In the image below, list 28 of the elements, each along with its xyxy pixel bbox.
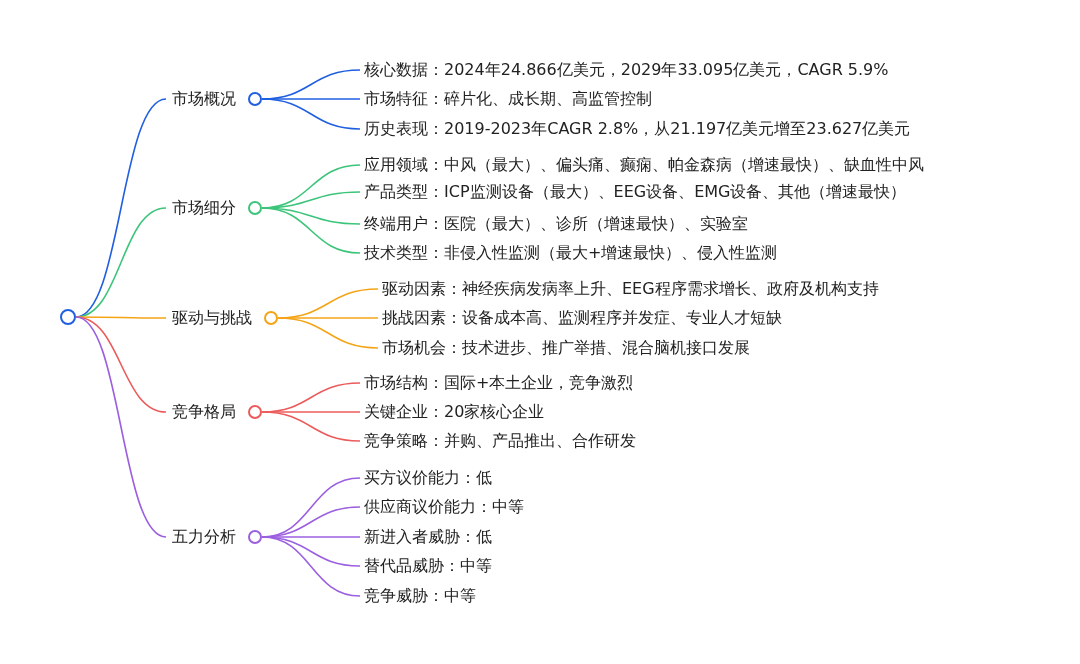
subtopic-text: 关键企业：20家核心企业 — [364, 402, 545, 422]
subtopic-text: 挑战因素：设备成本高、监测程序并发症、专业人才短缺 — [382, 308, 782, 328]
subtopic-text: 市场结构：国际+本土企业，竞争激烈 — [364, 373, 634, 393]
subtopic-text: 终端用户：医院（最大）、诊所（增速最快）、实验室 — [364, 214, 748, 234]
connector-curve — [261, 98, 361, 130]
subtopic-text: 替代品威胁：中等 — [364, 556, 492, 576]
subtopic-text: 竞争策略：并购、产品推出、合作研发 — [364, 431, 636, 451]
topic-label: 驱动与挑战 — [172, 308, 252, 328]
topic-label: 市场概况 — [172, 89, 236, 109]
topic-label: 竞争格局 — [172, 402, 236, 422]
subtopic-text: 应用领域：中风（最大）、偏头痛、癫痫、帕金森病（增速最快）、缺血性中风 — [364, 155, 924, 175]
subtopic-text: 市场特征：碎片化、成长期、高监管控制 — [364, 89, 652, 109]
subtopic-text: 历史表现：2019-2023年CAGR 2.8%，从21.197亿美元增至23.627亿美元 — [364, 119, 911, 139]
topic-label: 五力分析 — [172, 527, 236, 547]
subtopic-text: 市场机会：技术进步、推广举措、混合脑机接口发展 — [382, 338, 750, 358]
subtopic-text: 供应商议价能力：中等 — [364, 497, 524, 517]
connector-curve — [75, 316, 167, 538]
subtopic-text: 驱动因素：神经疾病发病率上升、EEG程序需求增长、政府及机构支持 — [382, 279, 879, 299]
connector-curve — [277, 317, 379, 349]
subtopic-text: 竞争威胁：中等 — [364, 586, 476, 606]
subtopic-text: 核心数据：2024年24.866亿美元，2029年33.095亿美元，CAGR 5.9% — [364, 60, 889, 80]
topic-label: 市场细分 — [172, 198, 236, 218]
connector-curve — [261, 411, 361, 442]
subtopic-text: 买方议价能力：低 — [364, 468, 492, 488]
connector-curve — [75, 316, 167, 413]
subtopic-text: 新进入者威胁：低 — [364, 527, 492, 547]
subtopic-text: 产品类型：ICP监测设备（最大）、EEG设备、EMG设备、其他（增速最快） — [364, 182, 907, 202]
subtopic-text: 技术类型：非侵入性监测（最大+增速最快）、侵入性监测 — [364, 243, 778, 263]
